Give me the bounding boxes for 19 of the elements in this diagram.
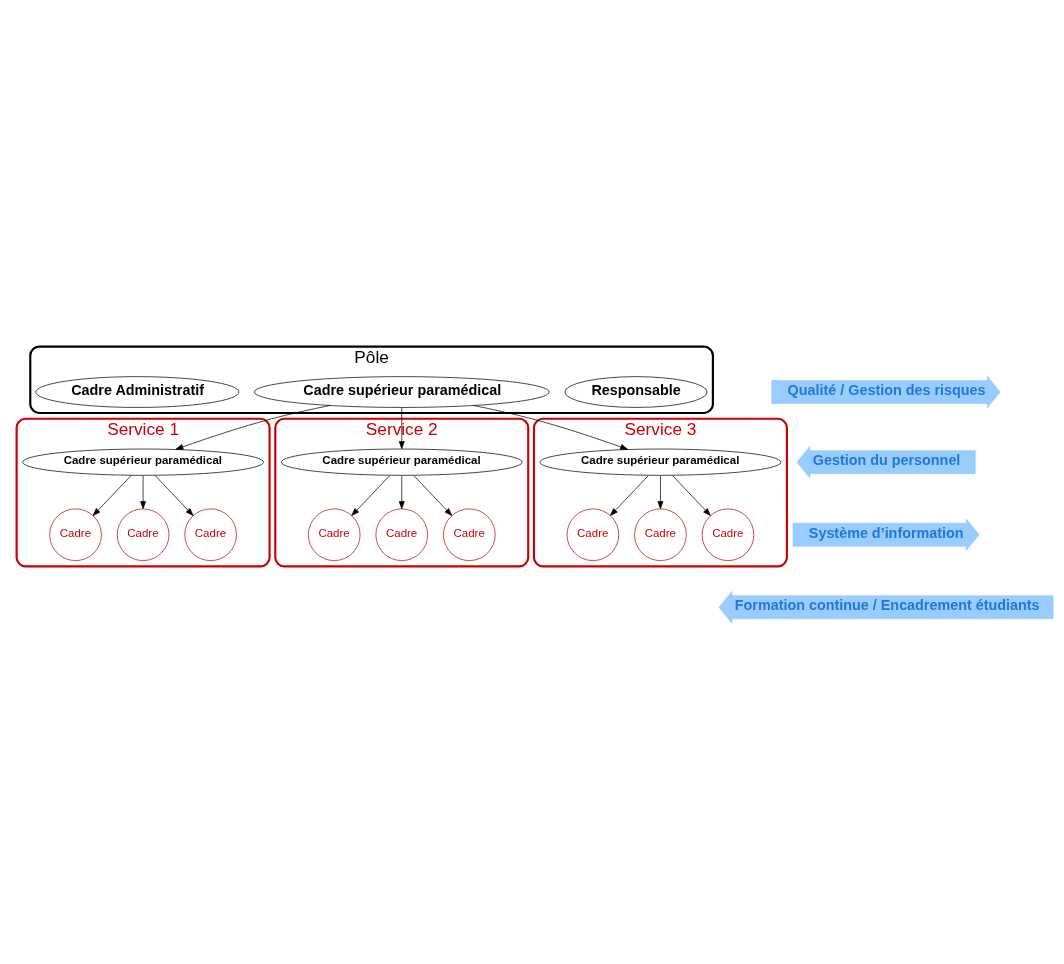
arrow xyxy=(610,475,649,516)
arrow xyxy=(672,475,711,516)
arrow xyxy=(140,475,146,510)
node-ellipse: Cadre Administratif xyxy=(35,376,240,408)
arrow xyxy=(398,475,405,510)
node-ellipse: Cadre supérieur paramédical xyxy=(539,448,782,476)
node-circle: Cadre xyxy=(375,508,428,561)
arrow xyxy=(351,475,391,516)
node-ellipse: Cadre supérieur paramédical xyxy=(280,448,523,476)
arrow xyxy=(154,475,194,516)
arrow xyxy=(657,475,664,510)
arrow xyxy=(413,475,453,516)
arrow xyxy=(398,406,405,450)
node-ellipse: Cadre supérieur paramédical xyxy=(22,448,264,476)
node-ellipse: Cadre supérieur paramédical xyxy=(254,376,550,408)
node-circle: Cadre xyxy=(634,508,687,561)
arrow xyxy=(92,475,132,516)
node-circle: Cadre xyxy=(116,508,170,561)
node-ellipse: Responsable xyxy=(564,376,708,408)
